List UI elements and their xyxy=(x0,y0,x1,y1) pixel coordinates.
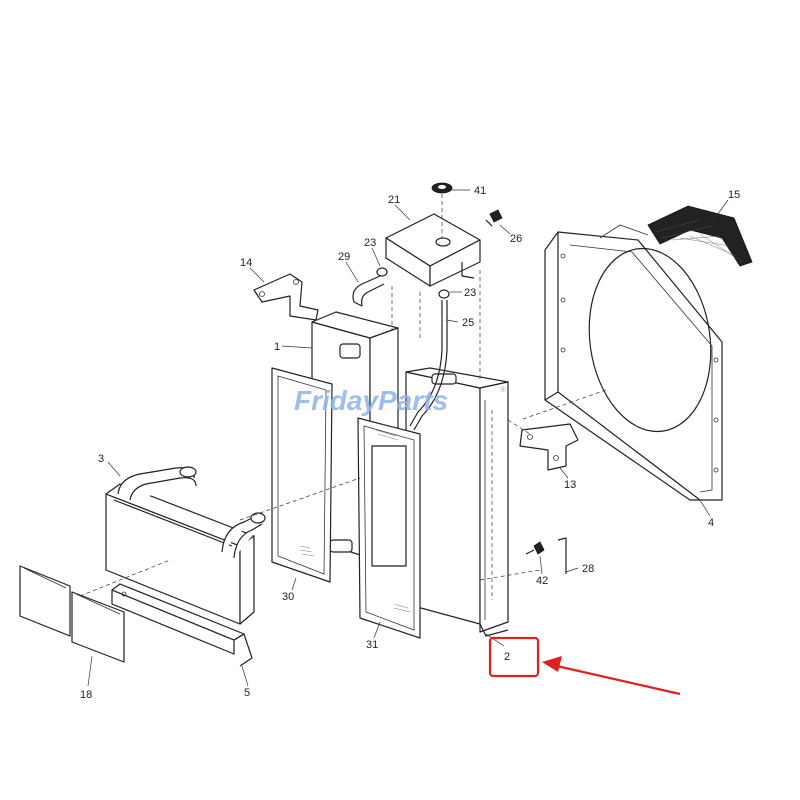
pipe-28 xyxy=(557,537,567,574)
callout-15: 15 xyxy=(728,189,740,201)
assembly-lines xyxy=(79,270,607,597)
drain-valve-42 xyxy=(525,541,545,555)
callout-13: 13 xyxy=(564,479,576,491)
callout-30: 30 xyxy=(282,591,294,603)
screen-gasket-31 xyxy=(357,417,421,639)
expansion-tank xyxy=(385,213,481,287)
callout-5: 5 xyxy=(244,687,250,699)
callout-2: 2 xyxy=(504,651,510,663)
callout-labels: 41 21 15 26 23 29 14 23 25 1 3 13 4 28 4… xyxy=(80,185,740,701)
intercooler xyxy=(105,466,266,625)
callout-23-lower: 23 xyxy=(464,287,476,299)
clamp-23-lower xyxy=(438,289,450,299)
highlight-box xyxy=(488,636,540,678)
fan-shroud xyxy=(544,224,723,501)
callout-21: 21 xyxy=(388,194,400,206)
mounting-bar xyxy=(111,583,253,667)
callout-14: 14 xyxy=(240,257,252,269)
clamp-23-upper xyxy=(376,267,388,277)
bracket-13 xyxy=(519,423,579,471)
highlight-annotation xyxy=(488,636,681,696)
highlight-arrow-head xyxy=(542,656,562,672)
hose-29 xyxy=(352,275,385,307)
watermark: FridayParts ® xyxy=(294,385,506,416)
sensor-26 xyxy=(485,209,503,227)
callout-28: 28 xyxy=(582,563,594,575)
watermark-registered-mark: ® xyxy=(500,385,506,394)
screens-18 xyxy=(19,565,125,663)
highlight-arrow-shaft xyxy=(547,662,681,696)
bracket-14 xyxy=(253,273,319,321)
callout-18: 18 xyxy=(80,689,92,701)
callout-31: 31 xyxy=(366,639,378,651)
callout-1: 1 xyxy=(274,341,280,353)
callout-29: 29 xyxy=(338,251,350,263)
callout-42: 42 xyxy=(536,575,548,587)
radiator-cap xyxy=(431,182,453,238)
callout-4: 4 xyxy=(708,517,714,529)
hose-25 xyxy=(409,300,448,431)
callout-41: 41 xyxy=(474,185,486,197)
leader-lines xyxy=(87,189,729,687)
watermark-text: FridayParts xyxy=(294,385,448,416)
screen-gasket-30 xyxy=(271,367,333,583)
fan-guard xyxy=(647,205,753,267)
callout-3: 3 xyxy=(98,453,104,465)
callout-26: 26 xyxy=(510,233,522,245)
callout-25: 25 xyxy=(462,317,474,329)
callout-23-upper: 23 xyxy=(364,237,376,249)
